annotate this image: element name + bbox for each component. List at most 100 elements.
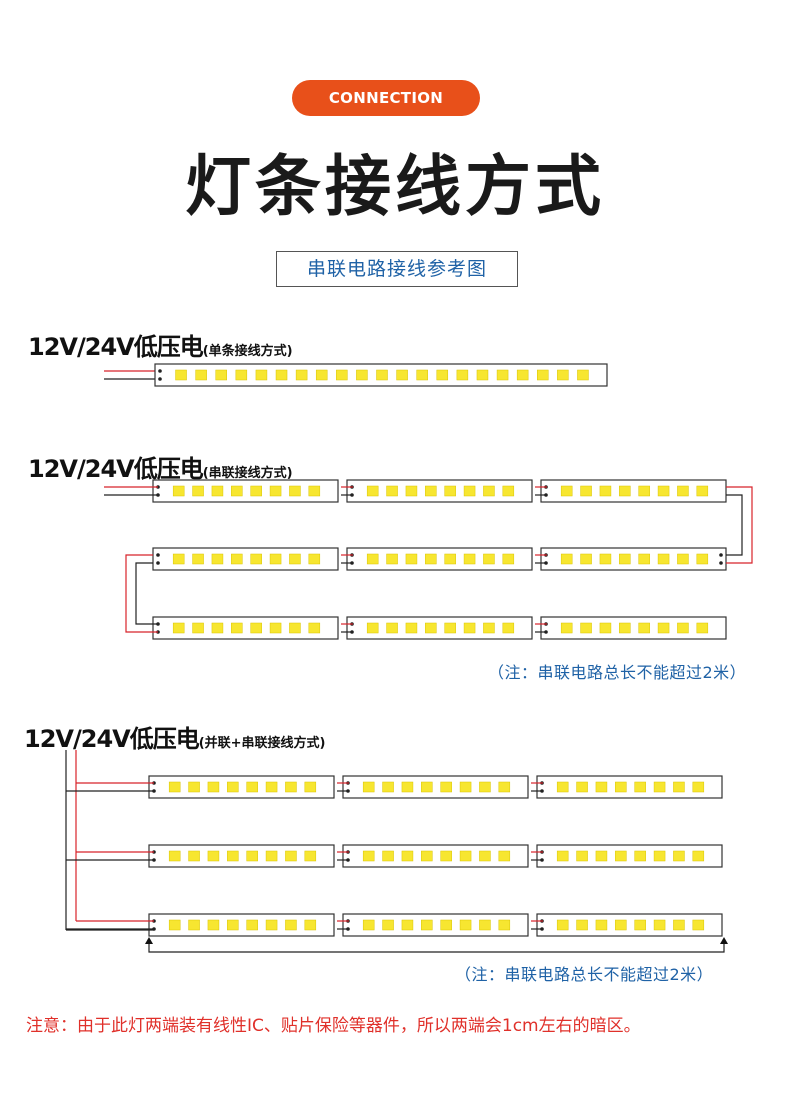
led-chip <box>285 781 297 793</box>
section-3-note: （注：串联电路总长不能超过2米） <box>455 965 714 984</box>
led-chip <box>188 919 200 931</box>
footer-warning: 注意：由于此灯两端装有线性IC、贴片保险等器件，所以两端会1cm左右的暗区。 <box>26 1016 641 1036</box>
led-chip <box>556 919 569 931</box>
led-chip <box>692 919 705 931</box>
led-chip <box>459 850 472 862</box>
section-2-note: （注：串联电路总长不能超过2米） <box>488 663 747 682</box>
led-strip <box>342 775 529 799</box>
led-chip <box>615 781 627 793</box>
led-chip <box>496 369 509 381</box>
led-chip <box>265 781 278 793</box>
led-chip <box>382 850 394 862</box>
led-strip <box>346 616 533 640</box>
led-chip <box>366 622 379 634</box>
led-chip <box>386 622 398 634</box>
led-chip <box>227 781 239 793</box>
led-chip <box>638 485 650 497</box>
led-strip <box>536 844 723 868</box>
led-strip <box>536 913 723 937</box>
led-chip <box>479 850 491 862</box>
led-chip <box>231 622 243 634</box>
led-chip <box>677 485 689 497</box>
led-chip <box>401 850 414 862</box>
solder-pad <box>158 369 162 373</box>
led-chip <box>459 919 472 931</box>
led-chip <box>362 781 375 793</box>
led-chip <box>653 781 666 793</box>
led-chip <box>227 919 239 931</box>
led-chip <box>269 553 282 565</box>
led-chip <box>285 850 297 862</box>
section-1-voltage: 12V/24V低压电 <box>28 333 204 361</box>
subtitle-box: 串联电路接线参考图 <box>276 251 518 287</box>
led-chip <box>696 553 709 565</box>
led-chip <box>537 369 549 381</box>
led-strip <box>346 479 533 503</box>
led-chip <box>595 919 608 931</box>
led-chip <box>657 485 670 497</box>
led-chip <box>673 781 685 793</box>
led-chip <box>673 850 685 862</box>
page-title: 灯条接线方式 <box>185 148 605 225</box>
led-chip <box>576 919 588 931</box>
solder-pad <box>719 553 723 557</box>
led-strip <box>148 844 335 868</box>
led-chip <box>599 485 612 497</box>
led-chip <box>192 553 204 565</box>
led-chip <box>304 850 317 862</box>
led-chip <box>250 622 262 634</box>
led-chip <box>366 553 379 565</box>
led-chip <box>576 781 588 793</box>
led-chip <box>207 919 220 931</box>
led-chip <box>444 553 456 565</box>
led-chip <box>692 850 705 862</box>
led-chip <box>576 850 588 862</box>
led-strip <box>346 547 533 571</box>
led-chip <box>440 781 452 793</box>
led-chip <box>456 369 469 381</box>
led-chip <box>657 622 670 634</box>
led-chip <box>401 919 414 931</box>
led-chip <box>405 622 418 634</box>
led-chip <box>483 485 495 497</box>
led-chip <box>175 369 187 381</box>
led-chip <box>362 850 375 862</box>
led-chip <box>308 485 321 497</box>
led-strip <box>536 775 723 799</box>
led-chip <box>295 369 308 381</box>
led-chip <box>498 781 511 793</box>
led-chip <box>599 622 612 634</box>
led-chip <box>289 622 301 634</box>
led-chip <box>304 919 317 931</box>
led-chip <box>577 369 589 381</box>
led-chip <box>638 553 650 565</box>
arrow-head-right <box>720 937 728 944</box>
led-chip <box>498 850 511 862</box>
led-chip <box>231 485 243 497</box>
led-strip <box>148 775 335 799</box>
section-2-mode: (串联接线方式) <box>202 466 293 481</box>
led-chip <box>211 553 224 565</box>
led-chip <box>172 553 185 565</box>
led-chip <box>557 369 569 381</box>
led-chip <box>595 781 608 793</box>
led-chip <box>168 919 181 931</box>
led-strip <box>540 479 727 503</box>
led-chip <box>463 485 476 497</box>
led-chip <box>440 850 452 862</box>
connection-badge: CONNECTION <box>292 80 480 116</box>
led-chip <box>421 781 433 793</box>
led-strip <box>148 913 335 937</box>
solder-pad <box>156 553 160 557</box>
section-1-heading: 12V/24V低压电(单条接线方式) <box>28 327 293 362</box>
led-chip <box>440 919 452 931</box>
led-chip <box>211 485 224 497</box>
led-chip <box>653 850 666 862</box>
led-chip <box>211 622 224 634</box>
solder-pad <box>158 377 162 381</box>
led-chip <box>516 369 529 381</box>
led-chip <box>657 553 670 565</box>
led-chip <box>192 622 204 634</box>
led-chip <box>483 553 495 565</box>
led-chip <box>231 553 243 565</box>
